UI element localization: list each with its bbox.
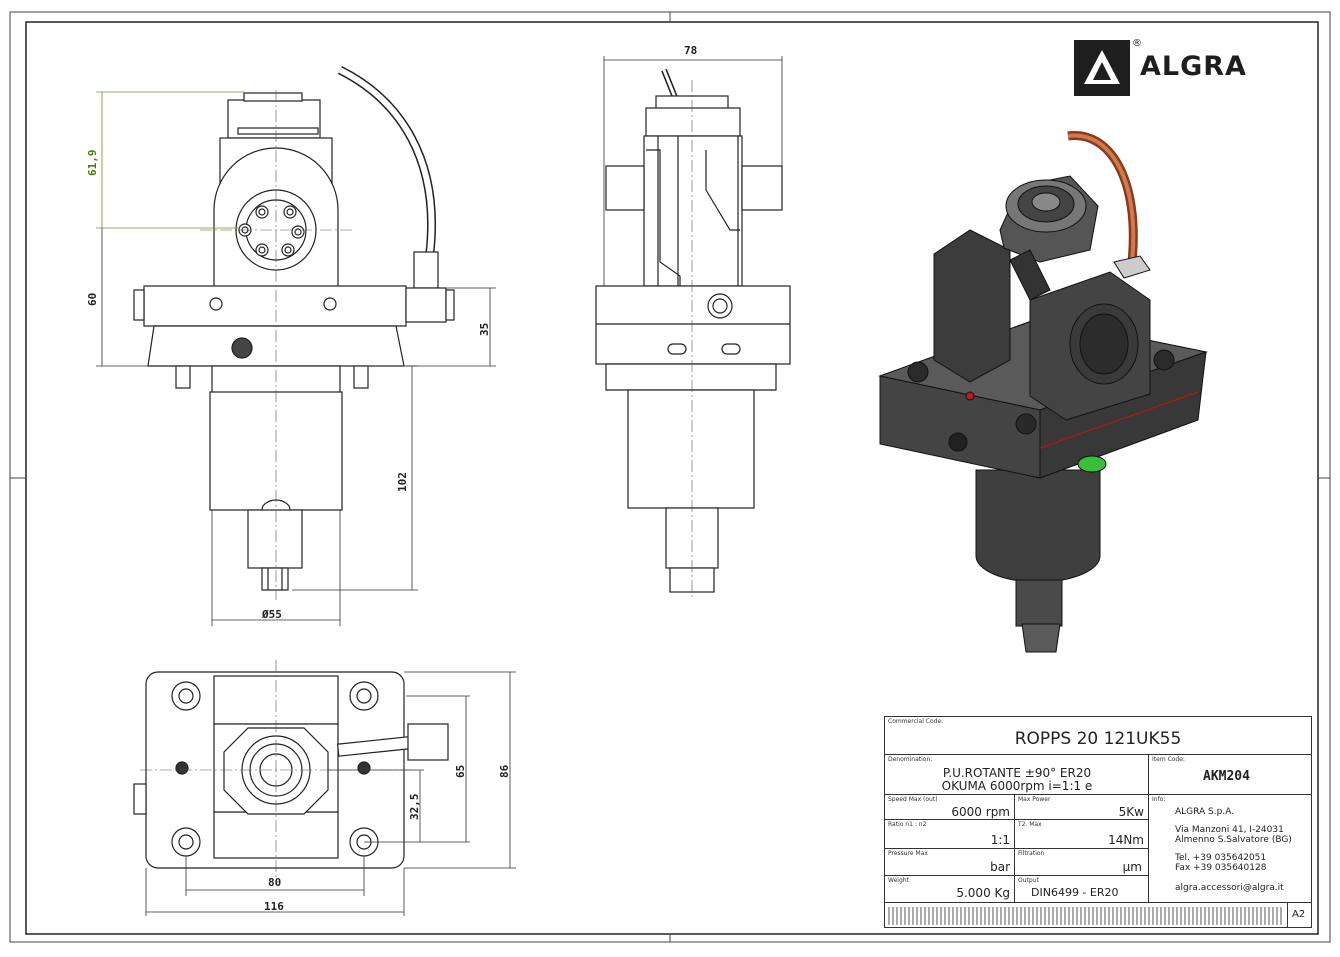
info-cell: Info: ALGRA S.p.A. Via Manzoni 41, I-240…	[1149, 795, 1311, 903]
weight-cell: Weight 5.000 Kg	[885, 876, 1015, 903]
sheet-size-value: A2	[1292, 909, 1306, 920]
sheet-size-cell: A2	[1287, 903, 1311, 927]
dim-diameter-55: Ø55	[261, 608, 282, 621]
isometric-view	[878, 131, 1208, 653]
torque-cell: T2. Max 14Nm	[1015, 820, 1149, 849]
ratio-value: 1:1	[990, 833, 1010, 847]
output-cell: Output DIN6499 - ER20	[1015, 876, 1149, 903]
fine-print	[888, 907, 1283, 925]
brand-name: ALGRA	[1140, 51, 1247, 82]
speed-cell: Speed Max (out) 6000 rpm	[885, 795, 1015, 820]
dim-86: 86	[498, 764, 511, 778]
denomination-line1: P.U.ROTANTE ±90° ER20	[942, 766, 1092, 780]
dim-116: 116	[264, 900, 284, 913]
power-value: 5Kw	[1118, 805, 1144, 819]
filtration-label: Filtration	[1018, 850, 1045, 857]
ratio-cell: Ratio n1 : n2 1:1	[885, 820, 1015, 849]
commercial-code-label: Commercial Code:	[888, 718, 944, 725]
dim-35: 35	[478, 323, 491, 336]
weight-label: Weight	[888, 877, 909, 884]
filtration-cell: Filtration μm	[1015, 849, 1149, 876]
dim-102: 102	[396, 472, 409, 492]
pressure-value: bar	[990, 860, 1010, 874]
side-view	[595, 68, 791, 593]
power-cell: Max Power 5Kw	[1015, 795, 1149, 820]
output-label: Output	[1018, 877, 1039, 884]
dim-80: 80	[268, 876, 281, 889]
item-code-label: Item Code:	[1152, 756, 1185, 763]
weight-value: 5.000 Kg	[956, 886, 1010, 900]
address-line2: Almenno S.Salvatore (BG)	[1175, 835, 1292, 845]
denomination-label: Denomination:	[888, 756, 933, 763]
dim-78: 78	[684, 44, 697, 57]
filtration-value: μm	[1122, 860, 1142, 874]
dim-60: 60	[86, 293, 99, 306]
item-code-cell: Item Code: AKM204	[1149, 755, 1311, 795]
output-value: DIN6499 - ER20	[1031, 886, 1119, 899]
dim-32-5: 32,5	[408, 794, 421, 821]
pressure-label: Pressure Max	[888, 850, 928, 857]
commercial-code-value: ROPPS 20 121UK55	[1014, 729, 1182, 749]
front-view	[133, 65, 455, 591]
denomination-line2: OKUMA 6000rpm i=1:1 e	[941, 779, 1093, 793]
email: algra.accessori@algra.it	[1175, 883, 1284, 893]
company-name: ALGRA S.p.A.	[1175, 807, 1235, 817]
pressure-cell: Pressure Max bar	[885, 849, 1015, 876]
torque-value: 14Nm	[1108, 833, 1144, 847]
dim-65: 65	[454, 765, 467, 778]
algra-logo: ® ALGRA	[1074, 38, 1314, 98]
denomination-cell: Denomination: P.U.ROTANTE ±90° ER20 OKUM…	[885, 755, 1149, 795]
registered-mark: ®	[1132, 38, 1142, 49]
power-label: Max Power	[1018, 796, 1051, 803]
info-label: Info:	[1152, 796, 1166, 803]
commercial-code-cell: Commercial Code: ROPPS 20 121UK55	[885, 717, 1311, 755]
telephone: Tel. +39 035642051	[1175, 853, 1267, 863]
ratio-label: Ratio n1 : n2	[888, 821, 927, 828]
triangle-logo-icon	[1074, 40, 1130, 96]
title-block: Commercial Code: ROPPS 20 121UK55 Denomi…	[884, 716, 1312, 928]
speed-value: 6000 rpm	[951, 805, 1010, 819]
torque-label: T2. Max	[1018, 821, 1042, 828]
item-code-value: AKM204	[1203, 769, 1250, 784]
dim-61-9: 61,9	[86, 150, 99, 177]
fax: Fax +39 035640128	[1175, 863, 1267, 873]
address-line1: Via Manzoni 41, I-24031	[1175, 825, 1284, 835]
speed-label: Speed Max (out)	[888, 796, 938, 803]
